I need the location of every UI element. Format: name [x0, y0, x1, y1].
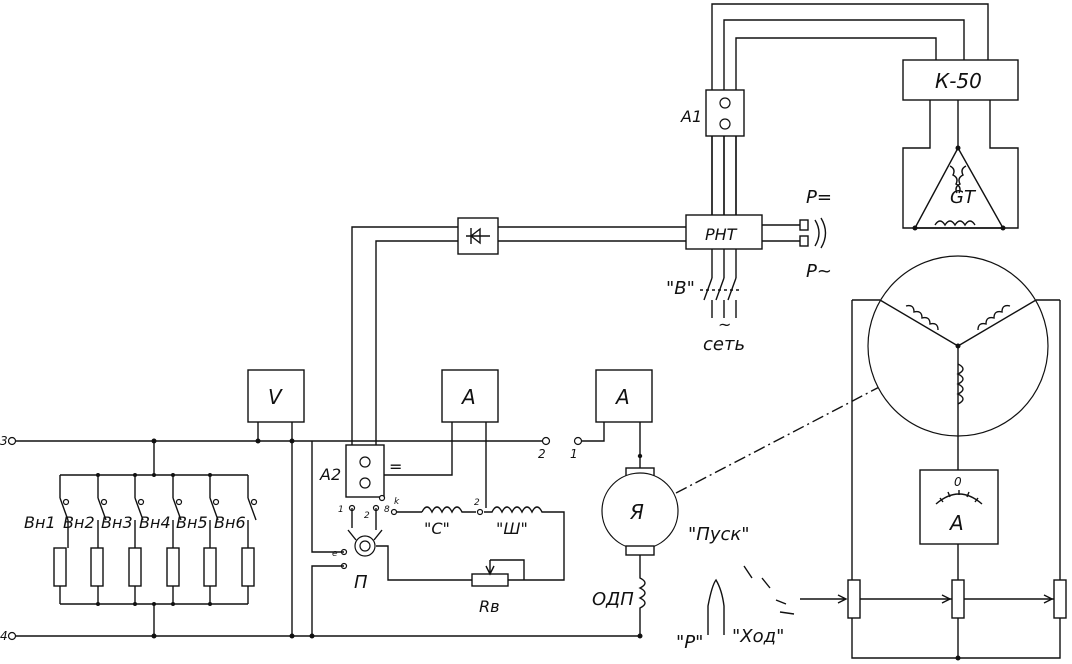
sw-posk: k	[394, 497, 400, 507]
mains-label: сеть	[703, 334, 745, 355]
voltmeter: V	[247, 369, 305, 636]
meter-zero: 0	[954, 475, 962, 489]
load-5-label: Вн5	[176, 513, 208, 532]
switch-p-label: П	[354, 572, 368, 593]
run-label: "Ход"	[732, 626, 784, 647]
switch-v-label: "В"	[666, 278, 695, 299]
sw-pos2b: 2	[364, 511, 370, 521]
k50-box	[902, 59, 1019, 101]
sw-pos1: 1	[338, 505, 344, 515]
k50-section: К-50 А1 GT	[680, 3, 1019, 231]
load-3: Вн3	[101, 475, 145, 604]
load-6: Вн6	[214, 475, 258, 604]
sw-pos-e: е	[332, 549, 338, 559]
load-4: Вн4	[139, 475, 183, 604]
load-2: Вн2	[63, 475, 108, 604]
winding-s-label: "С"	[424, 519, 450, 538]
load-3-label: Вн3	[101, 513, 133, 532]
winding-sh-label: "Ш"	[496, 519, 528, 538]
load-5: Вн5	[176, 475, 220, 604]
a2-label: А2	[319, 465, 341, 484]
ac-tilde: ~	[718, 315, 731, 334]
voltmeter-label: V	[268, 385, 283, 409]
rnt-label: РНТ	[705, 225, 738, 244]
ammeter-right-label: A	[614, 385, 630, 409]
load-1: Вн1	[24, 475, 70, 604]
control-handle: "Пуск" "Ход" "Р"	[676, 524, 795, 653]
line4-label: 4	[0, 629, 8, 643]
sw-pos8: 8	[384, 505, 390, 515]
armature-label: Я	[629, 500, 644, 524]
a2-switch-section: А2 = 1 8 k 2 е П	[311, 422, 487, 636]
ammeter-mid: A	[441, 369, 499, 423]
rv-label: Rв	[479, 597, 500, 616]
pos-r-label: "Р"	[676, 632, 703, 653]
odp-label: ОДП	[592, 589, 634, 610]
ac-ammeter-box	[919, 469, 999, 545]
field-windings: 2 "С" "Ш" Rв	[390, 498, 565, 616]
meter-a-label: A	[948, 511, 964, 535]
load-2-label: Вн2	[63, 513, 95, 532]
dc-sign: =	[389, 457, 402, 476]
line3-label: 3	[0, 434, 8, 448]
ammeter-mid-label: A	[460, 385, 476, 409]
p-dc-label: Р=	[806, 187, 832, 208]
a2-box	[345, 444, 385, 498]
gt-label: GT	[950, 187, 977, 208]
node1-label: 1	[570, 447, 578, 461]
load-6-label: Вн6	[214, 513, 246, 532]
three-phase-section: 0 A	[800, 255, 1067, 661]
start-label: "Пуск"	[688, 524, 750, 545]
load-1-label: Вн1	[24, 513, 56, 532]
rnt-section: РНТ Р= Р~ "В" ~ сеть	[351, 136, 832, 445]
motor-section: Я ОДП	[592, 345, 959, 615]
k50-label: К-50	[935, 69, 982, 93]
rv-resistor	[471, 573, 509, 587]
a1-label: А1	[680, 107, 702, 126]
p-ac-label: Р~	[806, 261, 832, 282]
load-4-label: Вн4	[139, 513, 171, 532]
node2-label: 2	[538, 447, 546, 461]
load-bank: Вн1 Вн2 Вн3 Вн4 Вн5	[24, 441, 258, 636]
sw-pos2: 2	[474, 498, 480, 508]
ammeter-right: A	[582, 369, 653, 470]
